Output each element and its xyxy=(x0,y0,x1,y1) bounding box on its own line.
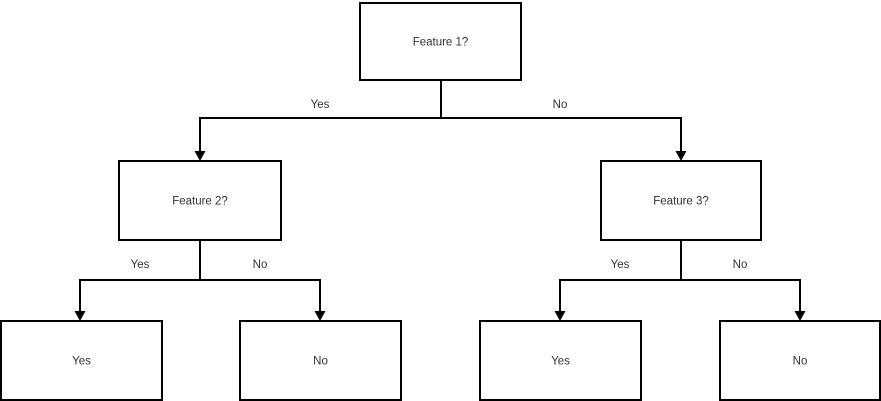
node-label-leaf1: Yes xyxy=(72,356,91,368)
edge-n2-to-leaf1 xyxy=(79,240,201,314)
node-box-n3[interactable] xyxy=(600,160,762,241)
node-box-leaf4[interactable] xyxy=(719,320,881,401)
node-label-leaf2: No xyxy=(313,356,328,368)
arrow-head-to-leaf2 xyxy=(314,311,326,321)
edge-n2-to-leaf2 xyxy=(199,240,321,314)
edges-layer xyxy=(79,80,801,314)
edge-n3-to-leaf3 xyxy=(559,240,682,314)
edge-label-n2-to-leaf2: No xyxy=(253,259,268,271)
node-n3[interactable]: Feature 3? xyxy=(600,160,762,241)
node-label-leaf4: No xyxy=(793,356,808,368)
edge-label-n3-to-leaf4: No xyxy=(733,259,748,271)
node-leaf3[interactable]: Yes xyxy=(479,320,642,401)
edge-label-n2-to-leaf1: Yes xyxy=(131,259,150,271)
arrow-head-to-leaf1 xyxy=(74,311,86,321)
node-box-leaf3[interactable] xyxy=(479,320,642,401)
edge-root-to-n2 xyxy=(199,80,442,154)
arrow-heads-layer xyxy=(74,151,806,321)
node-label-n3: Feature 3? xyxy=(653,196,709,208)
arrow-head-to-n3 xyxy=(675,151,687,161)
node-box-root[interactable] xyxy=(359,2,522,81)
edge-label-n3-to-leaf3: Yes xyxy=(611,259,630,271)
node-root[interactable]: Feature 1? xyxy=(359,2,522,81)
node-box-n2[interactable] xyxy=(118,160,282,241)
arrow-head-to-leaf3 xyxy=(554,311,566,321)
node-label-n2: Feature 2? xyxy=(172,196,228,208)
edge-label-root-to-n3: No xyxy=(553,99,568,111)
arrow-head-to-n2 xyxy=(194,151,206,161)
node-leaf2[interactable]: No xyxy=(239,320,402,401)
edge-n3-to-leaf4 xyxy=(680,240,801,314)
node-n2[interactable]: Feature 2? xyxy=(118,160,282,241)
node-box-leaf2[interactable] xyxy=(239,320,402,401)
edge-root-to-n3 xyxy=(440,80,682,154)
node-label-root: Feature 1? xyxy=(413,37,469,49)
arrow-head-to-leaf4 xyxy=(794,311,806,321)
node-leaf1[interactable]: Yes xyxy=(0,320,163,401)
node-box-leaf1[interactable] xyxy=(0,320,163,401)
edge-label-root-to-n2: Yes xyxy=(311,99,330,111)
node-leaf4[interactable]: No xyxy=(719,320,881,401)
node-label-leaf3: Yes xyxy=(551,356,570,368)
